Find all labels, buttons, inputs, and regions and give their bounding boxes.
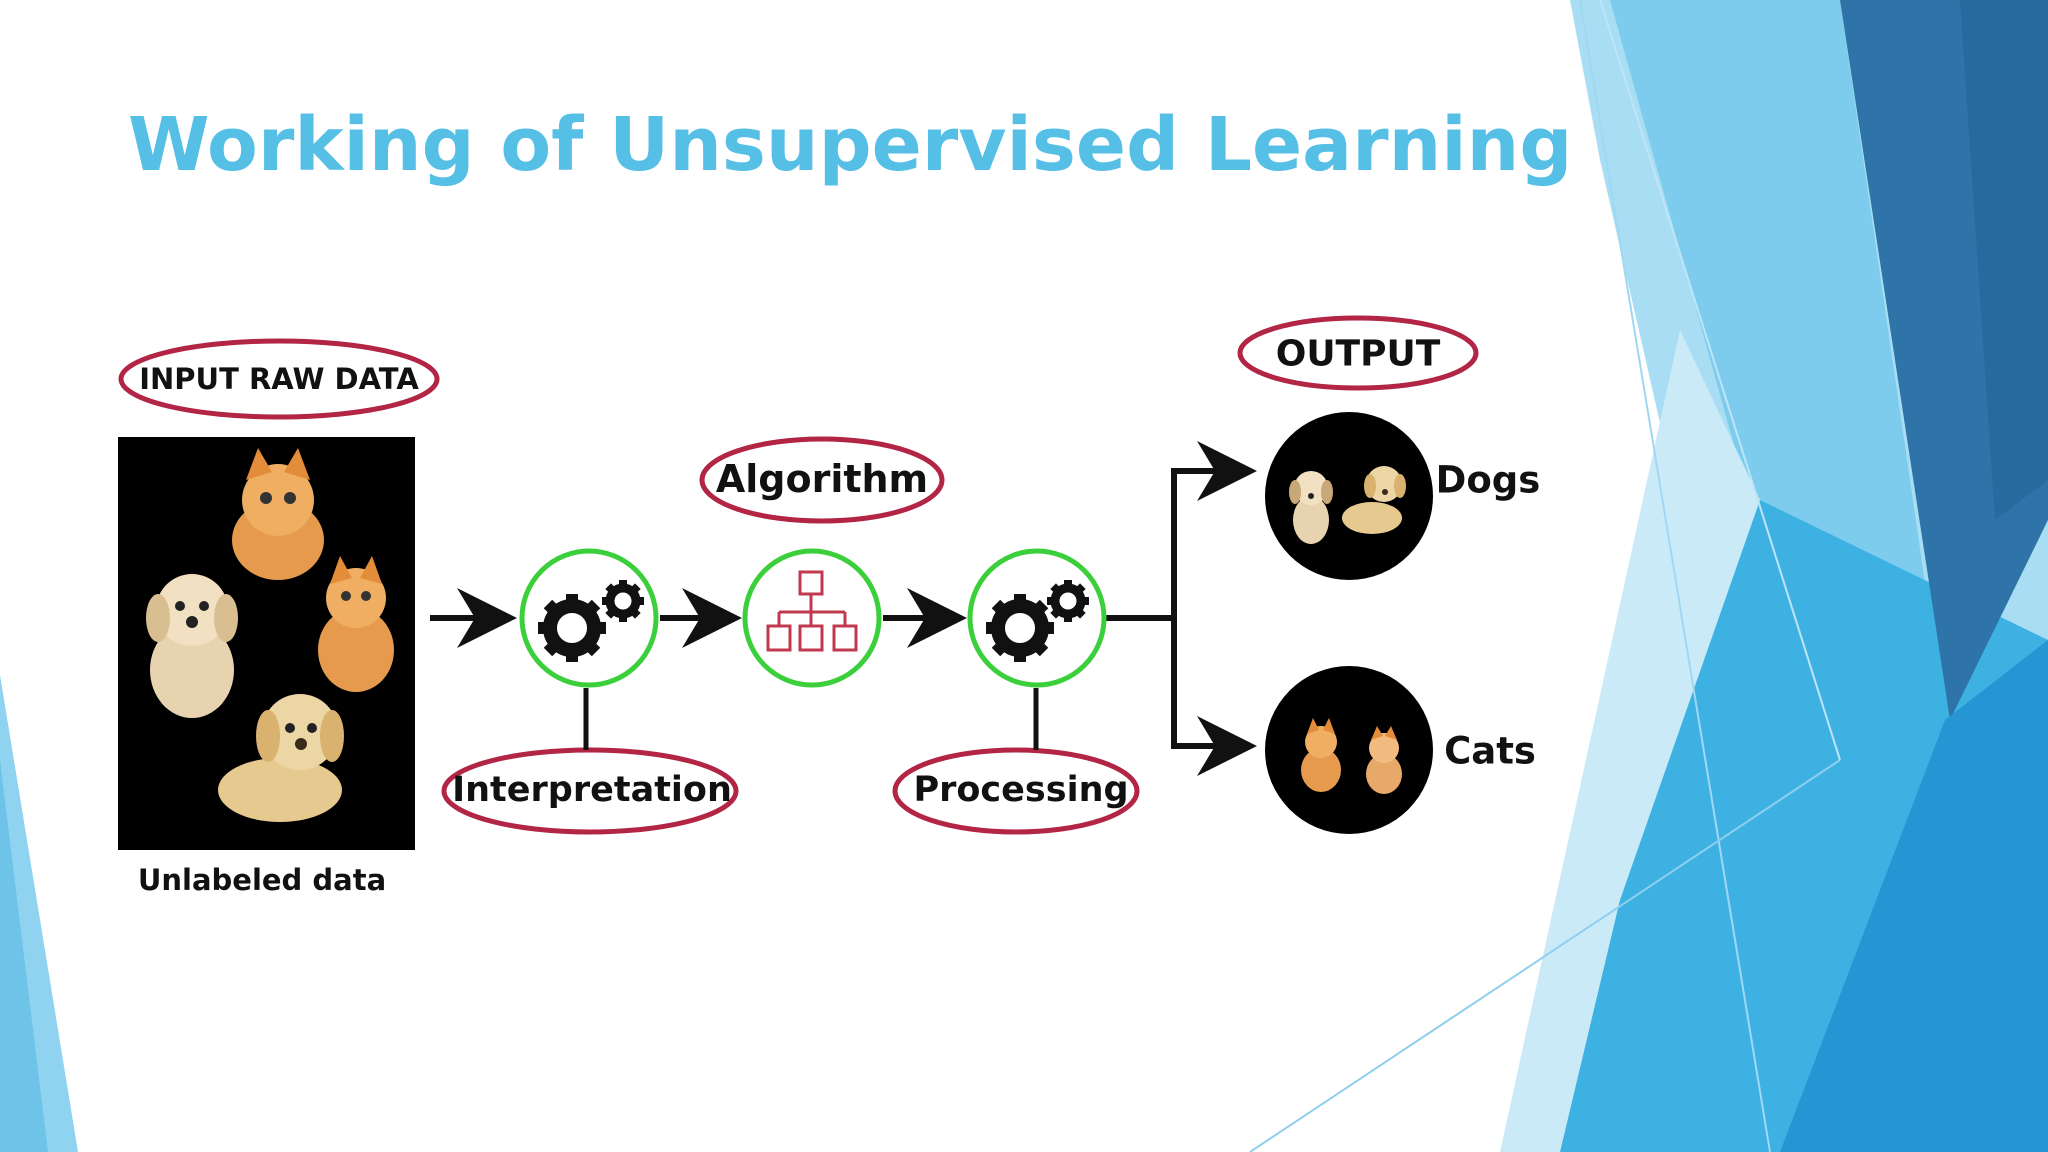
dogs-label: Dogs (1435, 458, 1541, 502)
cat-icon (1301, 718, 1341, 792)
right-deep-panel (1960, 0, 2048, 520)
cat-icon (1366, 726, 1402, 794)
left-shard-edge (0, 760, 48, 1152)
dog-icon (1289, 471, 1333, 544)
output-label: OUTPUT (1275, 333, 1441, 375)
algorithm-label-oval (699, 436, 945, 524)
arrow-to-cats (1171, 618, 1257, 776)
dog-icon (218, 694, 344, 822)
thin-line-3 (1599, 0, 1841, 761)
interpretation-label: Interpretation (452, 770, 732, 810)
processing-label-oval (892, 747, 1140, 835)
cat-icon (232, 448, 324, 580)
right-mid-blue-panel (1780, 640, 2048, 1152)
output-label-oval (1237, 315, 1479, 391)
input-raw-data-label: INPUT RAW DATA (139, 362, 419, 396)
dog-icon (146, 574, 238, 718)
input-label-oval (118, 338, 440, 420)
arrow-to-dogs (1171, 441, 1257, 618)
cats-label: Cats (1444, 729, 1536, 773)
algorithm-label: Algorithm (715, 457, 929, 501)
slide-title: Working of Unsupervised Learning (128, 102, 1573, 188)
unlabeled-data-caption: Unlabeled data (137, 863, 387, 897)
hierarchy-icon (766, 570, 858, 652)
interpretation-label-oval (441, 747, 739, 835)
right-pale-wedge (1500, 330, 1760, 1152)
cats-cluster (1265, 666, 1433, 834)
thin-line-1 (1579, 0, 1771, 1152)
thin-line-2 (1249, 759, 1841, 1152)
cat-icon (318, 556, 394, 692)
processing-label: Processing (913, 770, 1129, 810)
dog-icon (1342, 466, 1406, 534)
